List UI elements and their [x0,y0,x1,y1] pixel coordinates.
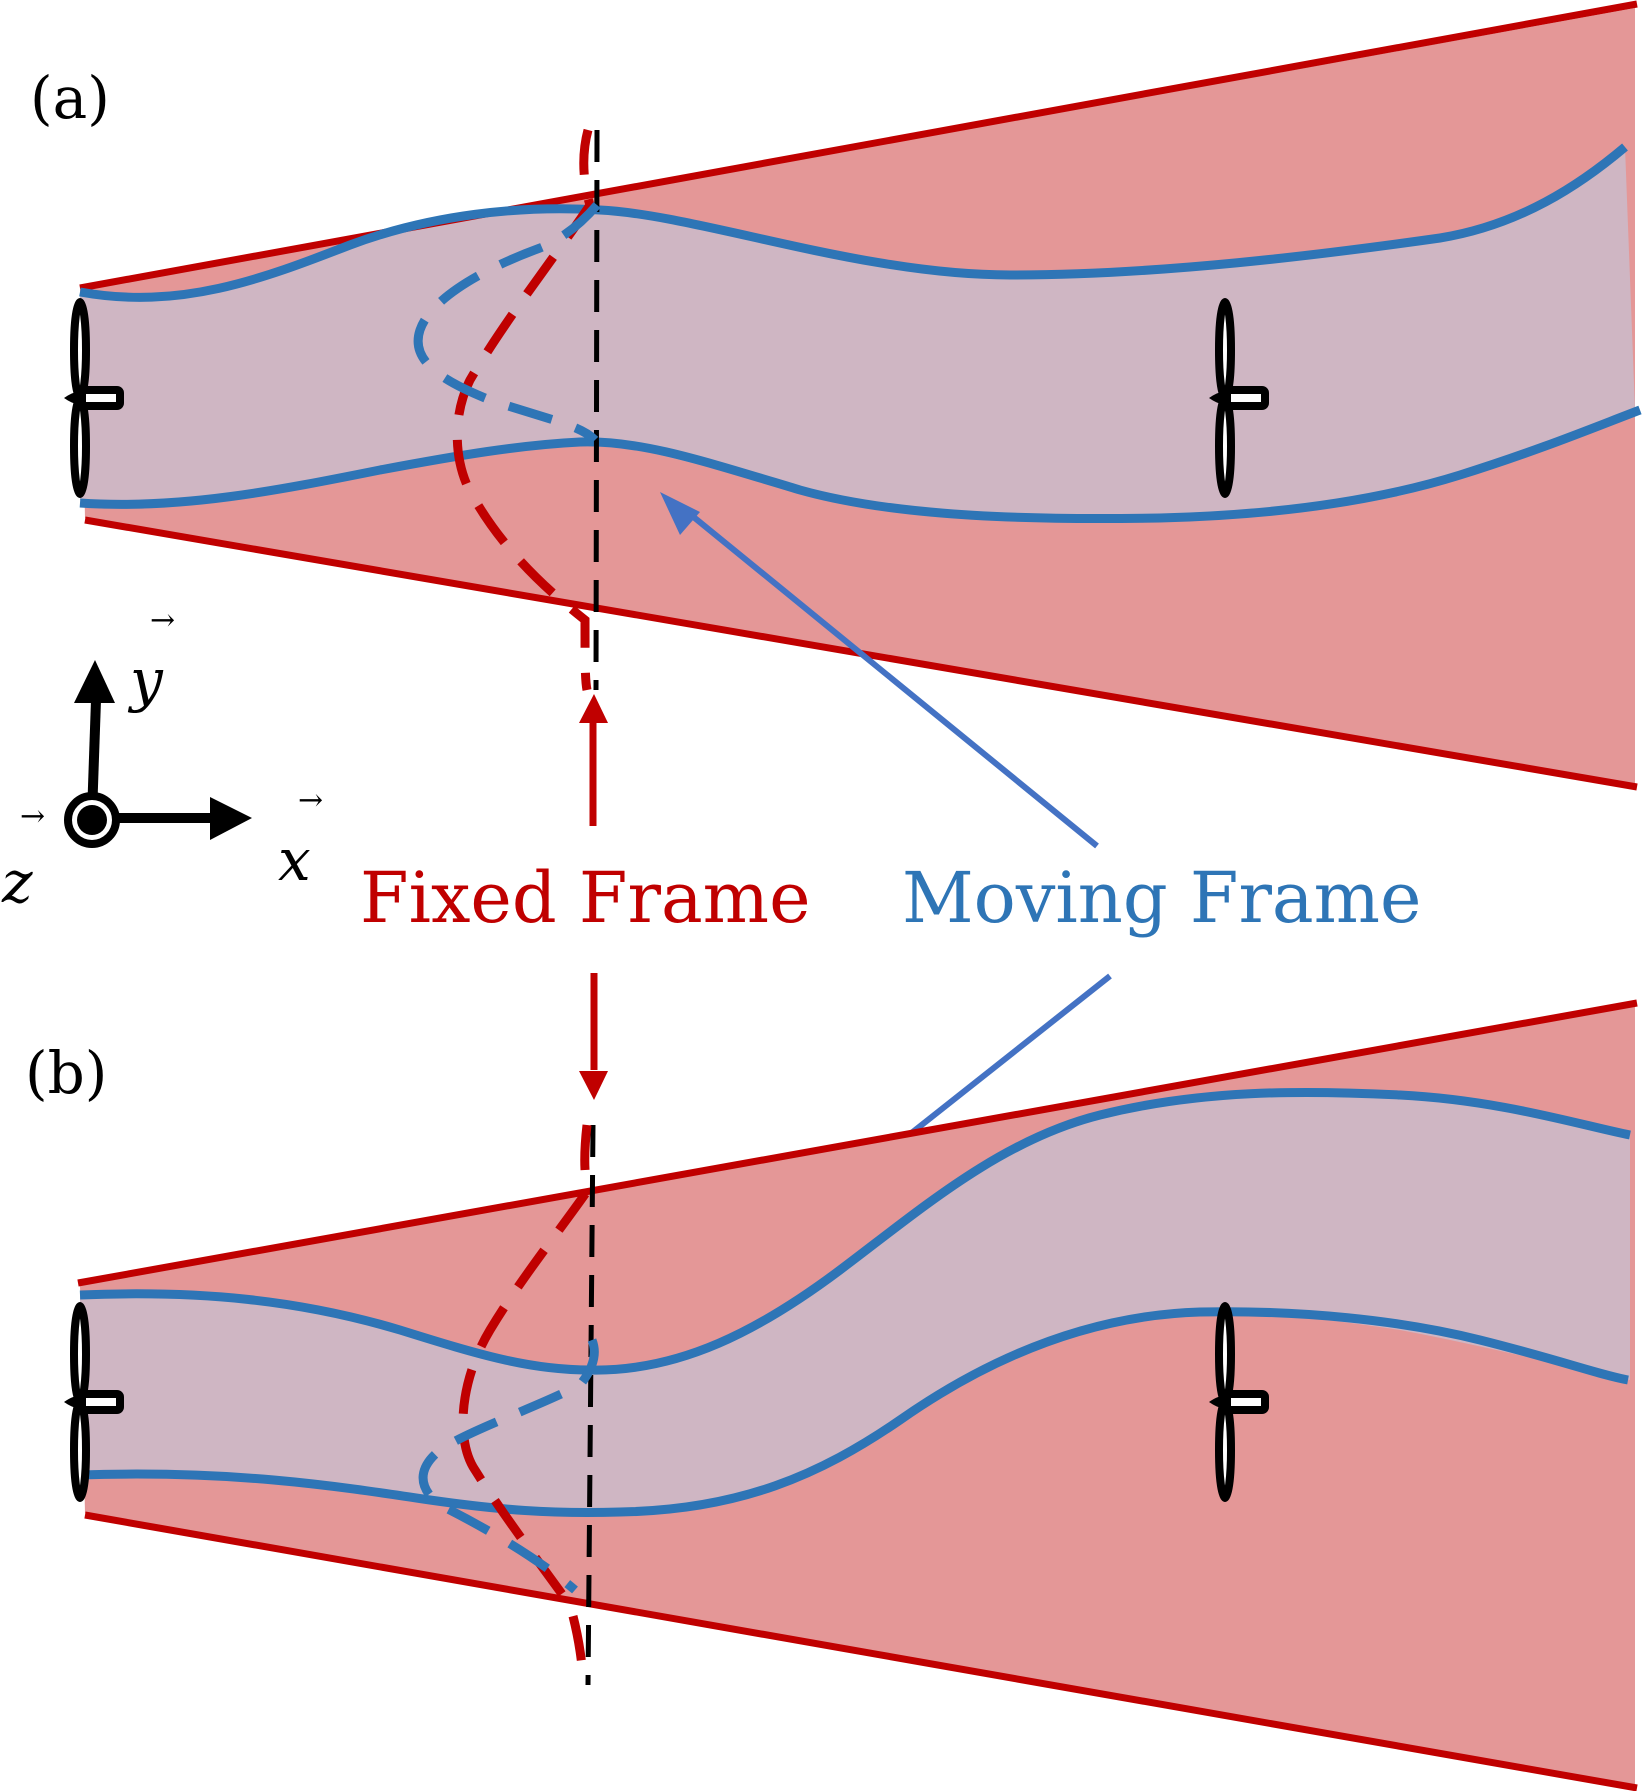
fixed-frame-upper-edge-a [79,0,1638,292]
fixed-frame-label: Fixed Frame [360,857,811,939]
panel-a-label: (a) [30,64,110,132]
y-vector-arrow: → [150,603,175,638]
annotations: Fixed Frame Moving Frame [360,492,1421,1327]
moving-frame-lower-edge-a [79,405,1642,524]
moving-frame-upper-edge-a [79,143,1628,302]
x-axis-label: x [278,826,311,894]
fixed-frame-lower-edge-b [84,1511,1638,1791]
reference-centerline-a [593,129,600,691]
panel-b: (b) [25,999,1638,1791]
y-axis-label: y [127,646,164,714]
moving-frame-section-a [413,202,601,444]
z-axis-label: z [1,848,33,916]
fixed-frame-section-b [458,1124,593,1686]
fixed-frame-section-a [452,128,595,691]
panel-b-label: (b) [25,1039,107,1107]
moving-frame-lower-edge-b [79,1307,1629,1517]
moving-frame-label: Moving Frame [902,857,1421,939]
moving-frame-upper-edge-b [79,1087,1631,1375]
coordinate-axes-icon: → y → x → z [1,603,323,916]
panel-a: (a) [30,0,1642,791]
moving-frame-pointer-a [683,507,1099,849]
x-vector-arrow: → [298,783,323,818]
reference-centerline-b [585,1124,596,1686]
moving-frame-wake-a [80,147,1635,520]
z-vector-arrow: → [20,799,45,834]
fixed-frame-upper-edge-b [77,999,1638,1287]
